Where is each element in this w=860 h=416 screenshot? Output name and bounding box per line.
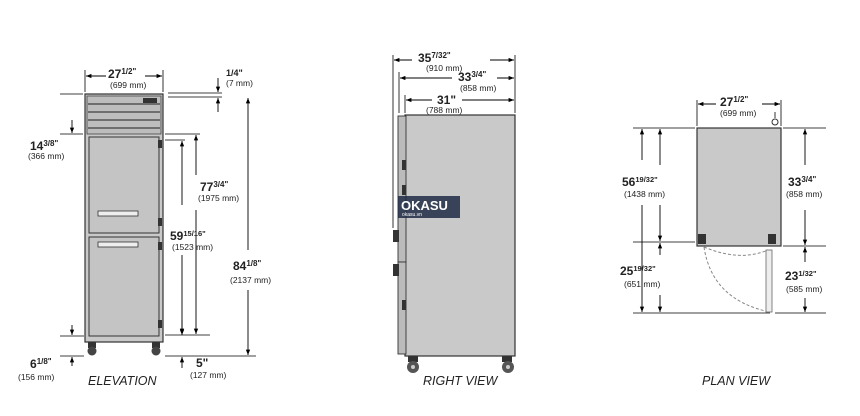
upper-handle-side [393,230,399,242]
svg-text:(366 mm): (366 mm) [28,151,65,161]
dim-elev-top-section: 143/8" (366 mm) [28,139,65,161]
control-panel [143,98,157,103]
dim-plan-width: 271/2" (699 mm) [720,95,757,118]
svg-text:143/8": 143/8" [30,139,58,153]
label-plan-view: PLAN VIEW [702,374,771,388]
door-swing-arc [703,246,771,313]
svg-text:(7 mm): (7 mm) [226,78,253,88]
elevation-view [60,70,256,368]
svg-text:271/2": 271/2" [108,67,136,81]
svg-text:(156 mm): (156 mm) [18,372,55,382]
right-view [392,55,516,373]
svg-text:(1438 mm): (1438 mm) [624,189,665,199]
svg-text:(1523 mm): (1523 mm) [172,242,213,252]
svg-text:(585 mm): (585 mm) [786,284,823,294]
upper-door [88,136,160,234]
dim-elev-top-gap: 1/4" (7 mm) [226,68,253,88]
svg-text:(127 mm): (127 mm) [190,370,227,380]
dim-elev-door-top: 773/4" (1975 mm) [198,180,239,203]
dim-plan-swing-right: 231/32" (585 mm) [785,269,823,294]
dim-elev-door-height: 5915/16" (1523 mm) [170,229,213,252]
svg-text:(858 mm): (858 mm) [460,83,497,93]
svg-text:271/2": 271/2" [720,95,748,109]
svg-text:61/8": 61/8" [30,357,52,371]
svg-text:(2137 mm): (2137 mm) [230,275,271,285]
dim-plan-total: 5619/32" (1438 mm) [622,175,665,199]
watermark: OKASU okasu.vn [398,196,460,218]
dim-elev-width: 271/2" (699 mm) [108,67,147,90]
upper-door-handle [97,210,139,217]
plan-view [633,100,826,314]
svg-text:841/8": 841/8" [233,259,261,273]
svg-text:231/32": 231/32" [785,269,817,283]
svg-text:(910 mm): (910 mm) [426,63,463,73]
svg-text:5": 5" [196,356,208,370]
svg-text:(699 mm): (699 mm) [720,108,757,118]
svg-text:5619/32": 5619/32" [622,175,658,189]
lower-door-handle [97,241,139,248]
dim-elev-total-height: 841/8" (2137 mm) [230,259,271,285]
dim-elev-bottom-gap: 5" (127 mm) [190,356,227,380]
svg-text:333/4": 333/4" [788,175,816,189]
svg-text:(651 mm): (651 mm) [624,279,661,289]
svg-text:(858 mm): (858 mm) [786,189,823,199]
dim-elev-casters: 61/8" (156 mm) [18,357,55,382]
dim-right-depth-body: 31" (788 mm) [426,93,463,115]
label-elevation: ELEVATION [88,374,158,388]
svg-text:31": 31" [437,93,456,107]
dim-right-depth-overall: 357/32" (910 mm) [418,51,463,73]
open-door [765,249,773,313]
label-right-view: RIGHT VIEW [423,374,499,388]
cabinet-side [404,114,516,357]
cabinet-top [696,127,782,247]
lower-door [88,236,160,337]
svg-text:(1975 mm): (1975 mm) [198,193,239,203]
svg-text:1/4": 1/4" [226,68,243,78]
watermark-tagline: okasu.vn [402,212,422,218]
dim-plan-body: 333/4" (858 mm) [786,175,823,199]
lower-handle-side [393,264,399,276]
svg-text:(788 mm): (788 mm) [426,105,463,115]
svg-text:333/4": 333/4" [458,70,486,84]
dim-right-depth-handles: 333/4" (858 mm) [458,70,497,93]
svg-text:773/4": 773/4" [200,180,228,194]
svg-text:5915/16": 5915/16" [170,229,206,243]
svg-text:357/32": 357/32" [418,51,451,65]
svg-text:(699 mm): (699 mm) [110,80,147,90]
dim-plan-swing-left: 2519/32" (651 mm) [620,264,661,289]
watermark-brand: OKASU [401,198,448,213]
svg-text:2519/32": 2519/32" [620,264,656,278]
